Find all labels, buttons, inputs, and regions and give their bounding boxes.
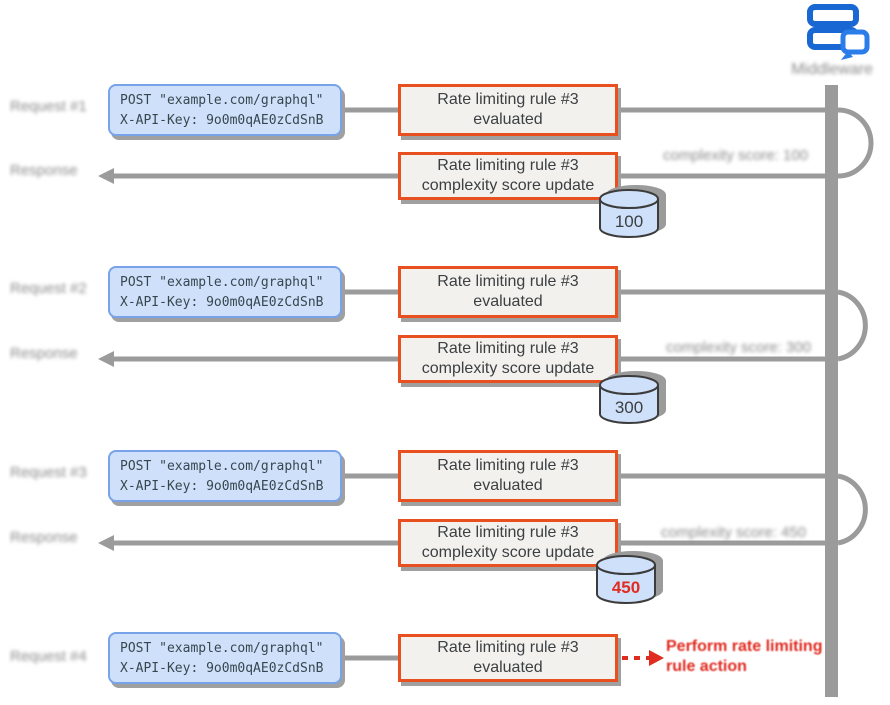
rule-evaluated-box-4: Rate limiting rule #3 evaluated [398, 634, 618, 682]
rule-evaluated-box-3: Rate limiting rule #3 evaluated [398, 450, 618, 502]
lane-label-response-1: Response [10, 162, 78, 179]
code-line-1: POST "example.com/graphql" [120, 641, 324, 656]
lane-label-request-3: Request #3 [10, 464, 87, 481]
request-code-box-4: POST "example.com/graphql" X-API-Key: 9o… [108, 632, 342, 684]
rule-update-box-1: Rate limiting rule #3 complexity score u… [398, 152, 618, 200]
code-line-1: POST "example.com/graphql" [120, 459, 324, 474]
lane-label-request-2: Request #2 [10, 280, 87, 297]
code-line-2: X-API-Key: 9o0m0qAE0zCdSnB [120, 113, 324, 128]
code-line-2: X-API-Key: 9o0m0qAE0zCdSnB [120, 295, 324, 310]
request-code-box-2: POST "example.com/graphql" X-API-Key: 9o… [108, 266, 342, 318]
lane-label-response-2: Response [10, 345, 78, 362]
server-lifeline [825, 85, 838, 697]
code-line-1: POST "example.com/graphql" [120, 275, 324, 290]
db-value-1: 100 [615, 212, 643, 231]
lane-label-request-1: Request #1 [10, 98, 87, 115]
score-note-2: complexity score: 300 [666, 339, 812, 356]
code-line-1: POST "example.com/graphql" [120, 93, 324, 108]
server-chat-icon [807, 4, 870, 60]
code-line-2: X-API-Key: 9o0m0qAE0zCdSnB [120, 479, 324, 494]
request-code-box-3: POST "example.com/graphql" X-API-Key: 9o… [108, 450, 342, 502]
request-code-box-1: POST "example.com/graphql" X-API-Key: 9o… [108, 84, 342, 136]
rule-evaluated-box-2: Rate limiting rule #3 evaluated [398, 266, 618, 318]
db-value-3: 450 [612, 578, 640, 597]
code-line-2: X-API-Key: 9o0m0qAE0zCdSnB [120, 661, 324, 676]
action-arrow [622, 650, 664, 666]
middleware-caption: Middleware [791, 61, 873, 78]
score-note-1: complexity score: 100 [663, 147, 809, 164]
lane-label-response-3: Response [10, 529, 78, 546]
db-value-2: 300 [615, 398, 643, 417]
rate-limit-action-text: Perform rate limiting rule action [666, 638, 823, 675]
rule-update-box-2: Rate limiting rule #3 complexity score u… [398, 335, 618, 383]
rule-evaluated-box-1: Rate limiting rule #3 evaluated [398, 84, 618, 136]
score-note-3: complexity score: 450 [661, 524, 807, 541]
rule-update-box-3: Rate limiting rule #3 complexity score u… [398, 519, 618, 567]
lane-label-request-4: Request #4 [10, 648, 87, 665]
